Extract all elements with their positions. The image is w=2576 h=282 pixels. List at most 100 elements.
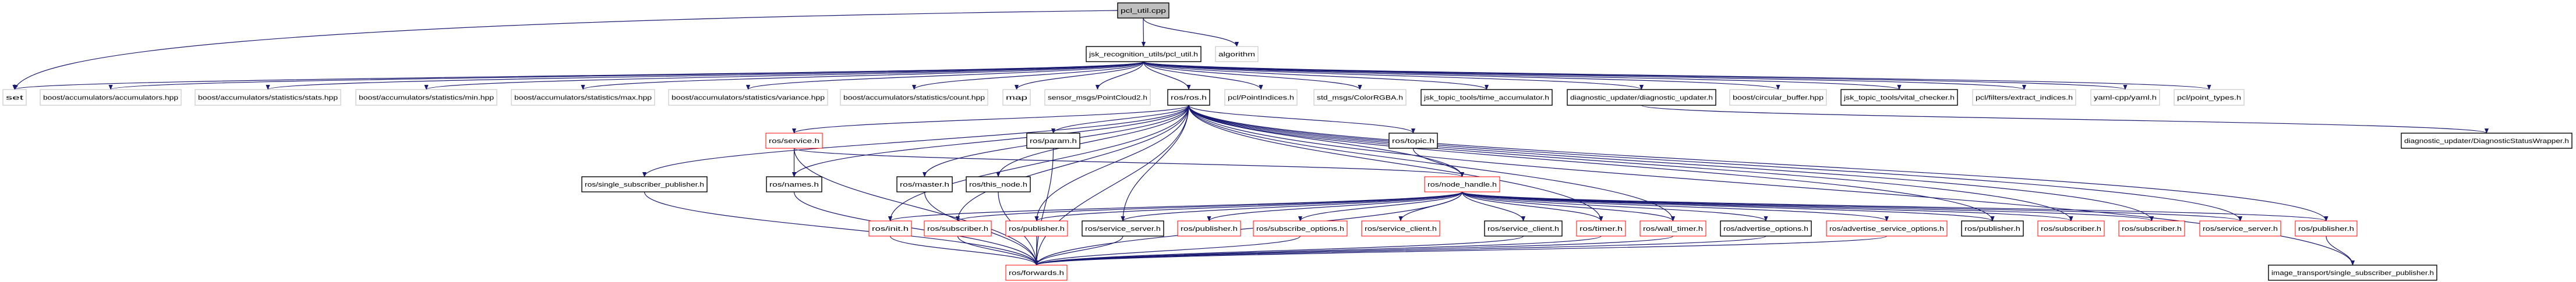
node-algorithm: algorithm [1215, 46, 1259, 62]
node-label: jsk_topic_tools/time_accumulator.h [1423, 95, 1549, 102]
edge-jsk-to-pidx [1143, 61, 1263, 90]
node-service[interactable]: ros/service.h [765, 133, 823, 149]
node-label: image_transport/single_subscriber_publis… [2271, 270, 2434, 277]
node-box [1720, 220, 1812, 237]
node-root[interactable]: pcl_util.cpp [1117, 2, 1169, 19]
edge-service-to-forwards [793, 148, 1039, 266]
node-walltimer[interactable]: ros/wall_timer.h [1639, 220, 1706, 237]
edge-jsk-to-map [1014, 61, 1144, 90]
edge-ros-to-pub1 [1034, 105, 1189, 222]
node-pub3[interactable]: ros/publisher.h [1961, 220, 2024, 237]
node-sc1[interactable]: ros/service_client.h [1361, 220, 1440, 237]
edge-sc2-to-forwards [1034, 235, 1524, 266]
node-jsk[interactable]: jsk_recognition_utils/pcl_util.h [1086, 46, 1202, 62]
node-box [511, 89, 655, 106]
node-rgba: std_msgs/ColorRGBA.h [1313, 89, 1407, 106]
node-extract: pcl/filters/extract_indices.h [1972, 89, 2076, 106]
edge-jsk-to-pc2 [1095, 61, 1144, 90]
node-timer[interactable]: ros/timer.h [1576, 220, 1626, 237]
node-min: boost/accumulators/statistics/min.hpp [355, 89, 497, 106]
node-sub2[interactable]: ros/subscriber.h [2037, 220, 2105, 237]
node-sub1[interactable]: ros/subscriber.h [924, 220, 992, 237]
edge-jsk-to-extract [1143, 61, 2026, 90]
node-box [1082, 220, 1164, 237]
edge-ros-to-itssp [1188, 105, 2355, 266]
node-label: ros/topic.h [1392, 138, 1434, 145]
node-vital[interactable]: jsk_topic_tools/vital_checker.h [1840, 89, 1958, 106]
node-box [2, 89, 27, 106]
edge-jsk-to-stats [266, 61, 1144, 90]
node-box [195, 89, 341, 106]
node-diag[interactable]: diagnostic_updater/diagnostic_updater.h [1567, 89, 1716, 106]
node-sub3[interactable]: ros/subscriber.h [2118, 220, 2185, 237]
node-box [896, 176, 953, 192]
node-box [1086, 46, 1202, 62]
node-set: set [2, 89, 27, 106]
node-box [2295, 220, 2358, 237]
edge-nh-to-subopt [1298, 191, 1463, 222]
node-label: boost/accumulators/accumulators.hpp [43, 95, 178, 102]
edge-jsk-to-set [13, 61, 1144, 90]
edge-subopt-to-forwards [1034, 235, 1301, 266]
node-forwards[interactable]: ros/forwards.h [1005, 265, 1068, 281]
edge-ros-to-sub3 [1188, 105, 2154, 222]
node-label: ros/service_server.h [2203, 226, 2278, 233]
edge-nh-to-forwards [1034, 191, 1463, 266]
node-ss1[interactable]: ros/service_server.h [1082, 220, 1164, 237]
edge-ros-to-ssp [642, 105, 1189, 177]
node-box [1840, 89, 1958, 106]
edge-root-to-algorithm [1143, 17, 1239, 47]
node-topic[interactable]: ros/topic.h [1388, 133, 1438, 149]
edge-jsk-to-yaml [1143, 61, 2127, 90]
edges-layer [13, 10, 2489, 266]
node-thisnode[interactable]: ros/this_node.h [966, 176, 1031, 192]
node-pub1[interactable]: ros/publisher.h [1005, 220, 1068, 237]
node-itssp[interactable]: image_transport/single_subscriber_publis… [2268, 265, 2437, 281]
node-sc2[interactable]: ros/service_client.h [1484, 220, 1563, 237]
node-label: jsk_topic_tools/vital_checker.h [1843, 95, 1955, 102]
node-pub4[interactable]: ros/publisher.h [2295, 220, 2358, 237]
node-box [1826, 220, 1948, 237]
edge-jsk-to-ros [1143, 61, 1191, 90]
edge-timer-to-forwards [1034, 235, 1602, 266]
edge-sub1-to-forwards [957, 235, 1039, 266]
node-subopt[interactable]: ros/subscribe_options.h [1253, 220, 1348, 237]
edge-ros-to-timer [1188, 105, 1603, 222]
node-nh[interactable]: ros/node_handle.h [1424, 176, 1500, 192]
node-label: pcl_util.cpp [1121, 8, 1166, 15]
edge-jsk-to-diag [1143, 61, 1644, 90]
edge-ss1-to-forwards [1034, 235, 1123, 266]
edge-jsk-to-ptypes [1143, 61, 2211, 90]
node-names[interactable]: ros/names.h [766, 176, 822, 192]
node-master[interactable]: ros/master.h [896, 176, 953, 192]
node-advsrv[interactable]: ros/advertise_service_options.h [1826, 220, 1948, 237]
node-ssp[interactable]: ros/single_subscriber_publisher.h [581, 176, 708, 192]
node-box [1424, 176, 1500, 192]
node-advopt[interactable]: ros/advertise_options.h [1720, 220, 1812, 237]
edge-ros-to-sub1 [955, 105, 1189, 222]
node-label: boost/accumulators/statistics/max.hpp [514, 95, 652, 102]
edge-diag-to-dsw [1641, 105, 2489, 134]
node-count: boost/accumulators/statistics/count.hpp [840, 89, 988, 106]
node-label: ros/subscriber.h [2041, 226, 2101, 233]
node-label: ros/subscribe_options.h [1256, 226, 1344, 233]
node-label: ros/node_handle.h [1427, 181, 1497, 188]
node-label: set [6, 95, 23, 102]
node-timeacc[interactable]: jsk_topic_tools/time_accumulator.h [1420, 89, 1553, 106]
node-ss2[interactable]: ros/service_server.h [2199, 220, 2281, 237]
edge-nh-to-ss1 [1121, 191, 1463, 222]
node-init[interactable]: ros/init.h [868, 220, 912, 237]
node-pidx: pcl/PointIndices.h [1224, 89, 1298, 106]
edge-nh-to-walltimer [1461, 191, 1675, 222]
edge-ssp-to-forwards [644, 191, 1039, 266]
node-box [1005, 220, 1068, 237]
node-pub2[interactable]: ros/publisher.h [1177, 220, 1241, 237]
node-label: ros/param.h [1030, 138, 1077, 145]
node-dsw[interactable]: diagnostic_updater/DiagnosticStatusWrapp… [2401, 133, 2573, 149]
node-label: pcl/point_types.h [2177, 95, 2241, 102]
node-param[interactable]: ros/param.h [1026, 133, 1080, 149]
node-label: algorithm [1218, 51, 1255, 58]
node-box [581, 176, 708, 192]
node-ros[interactable]: ros/ros.h [1167, 89, 1210, 106]
